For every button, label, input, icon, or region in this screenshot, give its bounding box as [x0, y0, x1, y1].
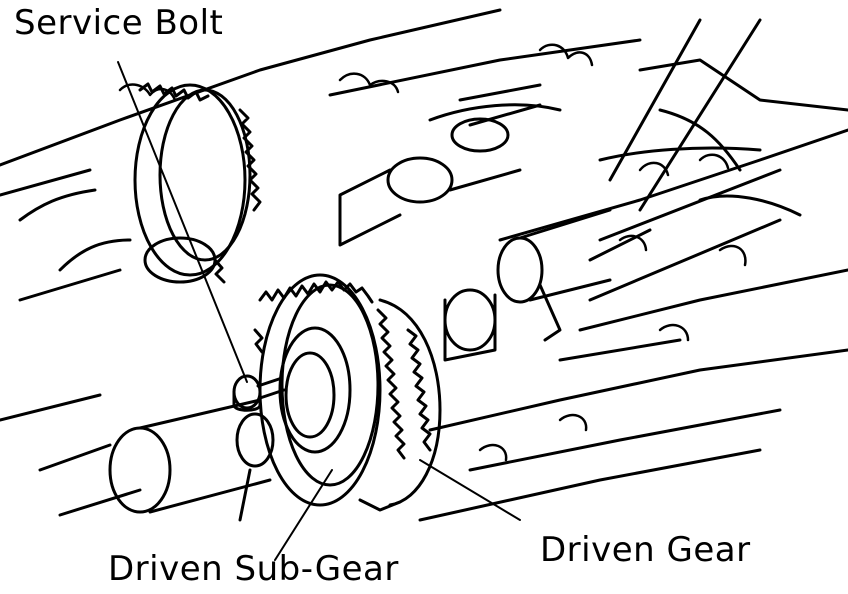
wrench-tool [588, 18, 782, 302]
leader-service-bolt [117, 61, 248, 383]
driven-gear-label: Driven Gear [540, 530, 751, 570]
driven-sub-gear-label: Driven Sub-Gear [108, 549, 399, 589]
right-cam-lobes [443, 208, 652, 362]
leader-lines [117, 61, 521, 561]
lower-camshaft [0, 393, 275, 522]
driven-sub-gear [253, 273, 406, 507]
upper-cam-lobes [338, 83, 542, 247]
leader-driven-gear [419, 459, 521, 521]
casting-edges [118, 43, 747, 462]
leader-driven-sub-gear [274, 469, 333, 561]
upper-cam-gear [133, 82, 262, 284]
service-bolt-part [232, 374, 286, 412]
driven-main-gear [358, 298, 442, 512]
cylinder-head-outline [0, 8, 848, 522]
service-bolt-label: Service Bolt [14, 3, 224, 43]
